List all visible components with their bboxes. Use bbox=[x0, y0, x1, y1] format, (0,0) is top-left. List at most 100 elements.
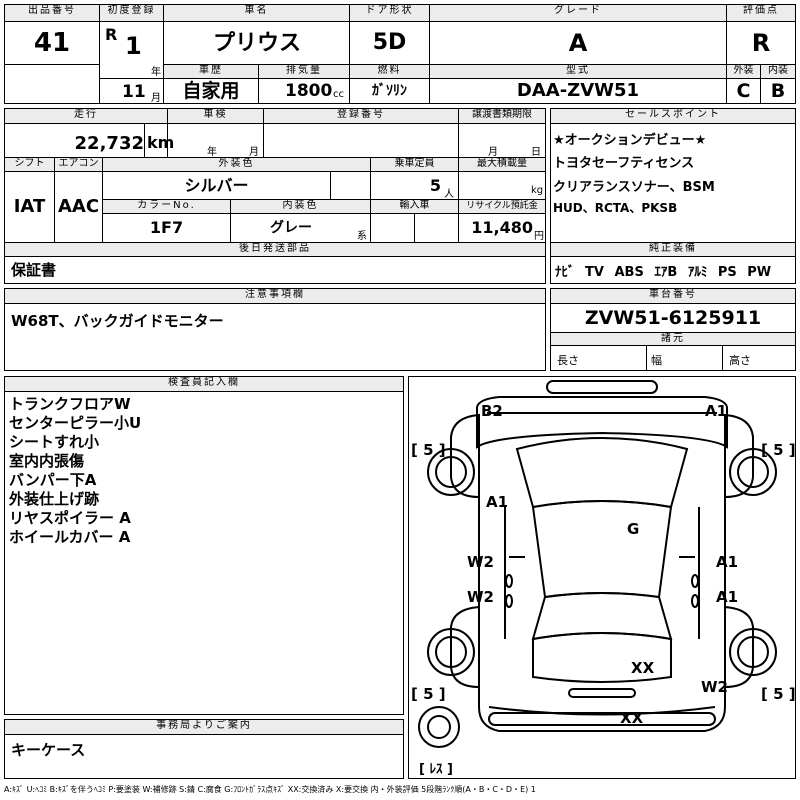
grade: A bbox=[430, 22, 727, 64]
year-unit: 年 bbox=[151, 67, 161, 78]
after-parts: 保証書 bbox=[11, 261, 57, 279]
tire-front-left: [ 5 ] bbox=[411, 441, 446, 459]
capacity-unit: 人 bbox=[444, 189, 454, 200]
reg-col-border bbox=[100, 22, 164, 103]
score-label: 評価点 bbox=[727, 5, 795, 22]
inspection-label: 車検 bbox=[168, 109, 264, 124]
int-label: 内装 bbox=[761, 64, 795, 79]
after-parts-label: 後日発送部品 bbox=[5, 242, 545, 257]
inspector-label: 検査員記入欄 bbox=[5, 377, 403, 392]
mark-w2-upper: W2 bbox=[467, 553, 494, 571]
mark-a1-top: A1 bbox=[705, 402, 727, 420]
dl-day: 日 bbox=[531, 147, 541, 158]
equip-pw: PW bbox=[747, 265, 772, 280]
mark-a1-left: A1 bbox=[486, 493, 508, 511]
sales-line-1: ★オークションデビュー★ bbox=[553, 133, 707, 148]
sales-line-3: クリアランスソナー、BSM bbox=[553, 180, 715, 195]
displacement-label: 排気量 bbox=[259, 64, 350, 79]
inspector-line-1: トランクフロアW bbox=[9, 395, 131, 413]
tire-rear-left: [ 5 ] bbox=[411, 685, 446, 703]
sales-label: セールスポイント bbox=[551, 109, 795, 124]
max-load-label: 最大積載量 bbox=[459, 157, 545, 172]
notes-label: 注意事項欄 bbox=[5, 289, 545, 304]
tire-rear-right: [ 5 ] bbox=[761, 685, 795, 703]
max-load-unit: kg bbox=[531, 185, 544, 196]
month-divider bbox=[100, 78, 164, 79]
ext-label: 外装 bbox=[727, 64, 761, 79]
grade-label: グレード bbox=[430, 5, 727, 22]
shift-label: シフト bbox=[5, 157, 55, 172]
car-diagram-section: [ 5 ] [ 5 ] [ 5 ] [ 5 ] [ ﾚｽ ] B2 A1 A1 … bbox=[408, 376, 796, 779]
inspector-section: 検査員記入欄 トランクフロアW センターピラー小U シートすれ小 室内内張傷 バ… bbox=[4, 376, 404, 715]
int-score: B bbox=[770, 80, 786, 102]
displacement-unit: cc bbox=[333, 89, 344, 100]
length: 長さ bbox=[551, 346, 647, 370]
interior-color: グレー bbox=[270, 220, 312, 236]
import-b bbox=[415, 214, 459, 242]
history: 自家用 bbox=[164, 79, 259, 103]
equip-ps: PS bbox=[717, 265, 737, 280]
interior-border bbox=[231, 214, 371, 242]
equipment-label: 純正装備 bbox=[551, 242, 795, 257]
ac-label: エアコン bbox=[55, 157, 103, 172]
sales-line-2: トヨタセーフティセンス bbox=[553, 156, 695, 171]
equip-tv: TV bbox=[585, 265, 604, 280]
notes-value: W68T、バックガイドモニター bbox=[11, 312, 224, 330]
door-label: ドア形状 bbox=[350, 5, 430, 22]
shift: IAT bbox=[5, 172, 55, 242]
insp-year: 年 bbox=[207, 147, 217, 158]
mark-a1-right-lower: A1 bbox=[716, 588, 738, 606]
legend: A:ｷｽﾞ U:ﾍｺﾐ B:ｷｽﾞを伴うﾍｺﾐ P:要塗装 W:補修跡 S:錆 … bbox=[4, 785, 536, 794]
insp-border bbox=[168, 124, 264, 157]
capacity-border bbox=[371, 172, 459, 199]
tire-front-right: [ 5 ] bbox=[761, 441, 795, 459]
top-section: 出品番号 41 初度登録 R 1 年 11 月 車名 プリウス 車歴 排気量 自… bbox=[4, 4, 796, 104]
reg-no-label: 登録番号 bbox=[264, 109, 459, 124]
chassis-number: ZVW51-6125911 bbox=[584, 307, 762, 329]
month-unit: 月 bbox=[151, 93, 161, 104]
equipment-list: ﾅﾋﾞ TV ABS ｴｱB ｱﾙﾐ PS PW bbox=[555, 261, 795, 280]
model: DAA-ZVW51 bbox=[430, 79, 727, 103]
inspector-line-7: リヤスポイラー A bbox=[9, 509, 131, 527]
mileage: 22,732 bbox=[5, 124, 145, 157]
lot-empty bbox=[5, 64, 100, 103]
mark-w2-lower: W2 bbox=[467, 588, 494, 606]
inspector-line-4: 室内内張傷 bbox=[9, 452, 85, 470]
mark-w2-rear: W2 bbox=[701, 678, 728, 696]
fuel: ｶﾞｿﾘﾝ bbox=[350, 79, 430, 103]
lot-number: 41 bbox=[5, 22, 100, 64]
recycle: 11,480 bbox=[471, 218, 533, 237]
first-reg-label: 初度登録 bbox=[100, 5, 164, 22]
score: R bbox=[751, 29, 771, 57]
car-name-label: 車名 bbox=[164, 5, 350, 22]
office-value: キーケース bbox=[11, 741, 86, 759]
equip-airbag: ｴｱB bbox=[654, 265, 678, 280]
history-label: 車歴 bbox=[164, 64, 259, 79]
chassis-label: 車台番号 bbox=[551, 289, 795, 304]
inspector-line-3: シートすれ小 bbox=[9, 433, 100, 451]
inspector-line-8: ホイールカバー A bbox=[9, 528, 131, 546]
fuel-label: 燃料 bbox=[350, 64, 430, 79]
insp-month: 月 bbox=[249, 147, 259, 158]
inspector-line-2: センターピラー小U bbox=[9, 414, 142, 432]
inspector-line-6: 外装仕上げ跡 bbox=[9, 490, 100, 508]
era: R bbox=[105, 25, 118, 44]
equip-alloy: ｱﾙﾐ bbox=[687, 265, 708, 280]
capacity: 5 bbox=[429, 176, 441, 195]
door: 5D bbox=[350, 22, 430, 64]
width: 幅 bbox=[647, 346, 723, 370]
color-no-label: カラーNo. bbox=[103, 199, 231, 214]
import-label: 輸入車 bbox=[371, 199, 459, 214]
recycle-label: リサイクル預託金 bbox=[459, 199, 545, 214]
ac: AAC bbox=[55, 172, 103, 242]
notes-section: 注意事項欄 W68T、バックガイドモニター bbox=[4, 288, 546, 371]
mark-xx-bottom: XX bbox=[620, 709, 644, 727]
ext-score: C bbox=[727, 79, 761, 103]
model-label: 型式 bbox=[430, 64, 727, 79]
interior-color-label: 内装色 bbox=[231, 199, 371, 214]
mileage-label: 走行 bbox=[5, 109, 168, 124]
chassis-section: 車台番号 ZVW51-6125911 諸元 長さ 幅 高さ bbox=[550, 288, 796, 371]
mark-a1-right-upper: A1 bbox=[716, 553, 738, 571]
office-label: 事務局よりご案内 bbox=[5, 720, 403, 735]
inspector-notes: トランクフロアW センターピラー小U シートすれ小 室内内張傷 バンパー下A 外… bbox=[9, 395, 399, 547]
